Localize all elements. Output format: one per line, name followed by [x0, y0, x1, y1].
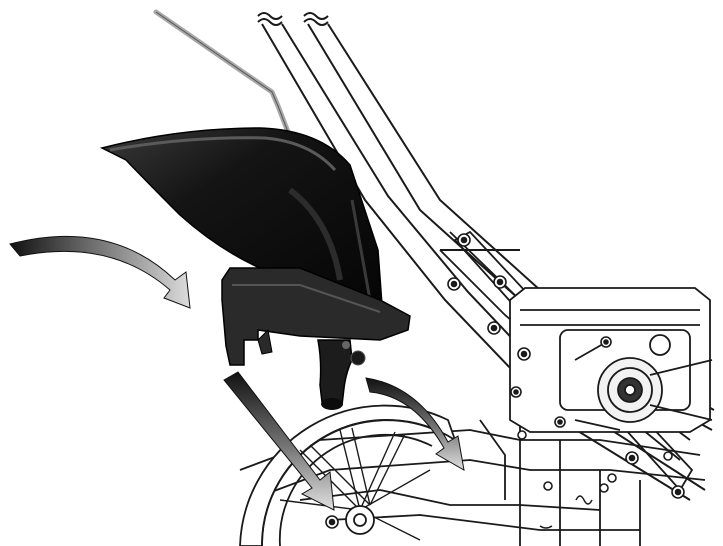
bolt — [607, 473, 617, 483]
hopper-spout — [317, 339, 353, 409]
spring-clip — [539, 495, 593, 529]
frame-bolts — [325, 233, 685, 529]
bolt — [517, 430, 527, 440]
arrow-swing-in — [9, 235, 191, 309]
hopper-mount-bracket — [221, 267, 411, 366]
transport-wheel — [239, 404, 457, 546]
arrow-drop-left — [223, 371, 335, 511]
bolt — [599, 483, 609, 493]
engine-housing — [509, 287, 713, 433]
seed-hopper — [99, 9, 411, 410]
bolt — [543, 481, 553, 491]
agitator-rod — [153, 9, 291, 135]
direction-arrows — [9, 235, 465, 511]
arrow-drop-right — [365, 377, 465, 471]
bolt — [663, 451, 673, 461]
